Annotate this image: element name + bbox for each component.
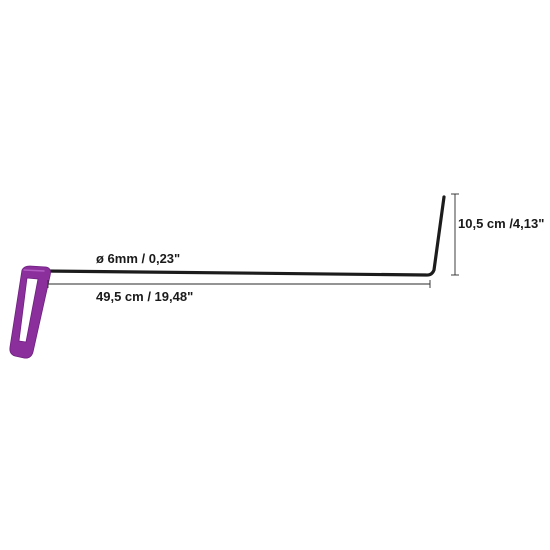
length-label: 49,5 cm / 19,48" [96, 289, 194, 304]
handle-highlight [23, 269, 45, 272]
diameter-label: ø 6mm / 0,23" [96, 251, 181, 266]
handle [9, 265, 51, 359]
tip-height-label: 10,5 cm /4,13" [458, 216, 545, 231]
length-dimension-line [47, 280, 431, 288]
handle-loop [9, 265, 51, 359]
rod-shaft [42, 195, 446, 277]
tip-height-dimension-line [451, 193, 459, 276]
